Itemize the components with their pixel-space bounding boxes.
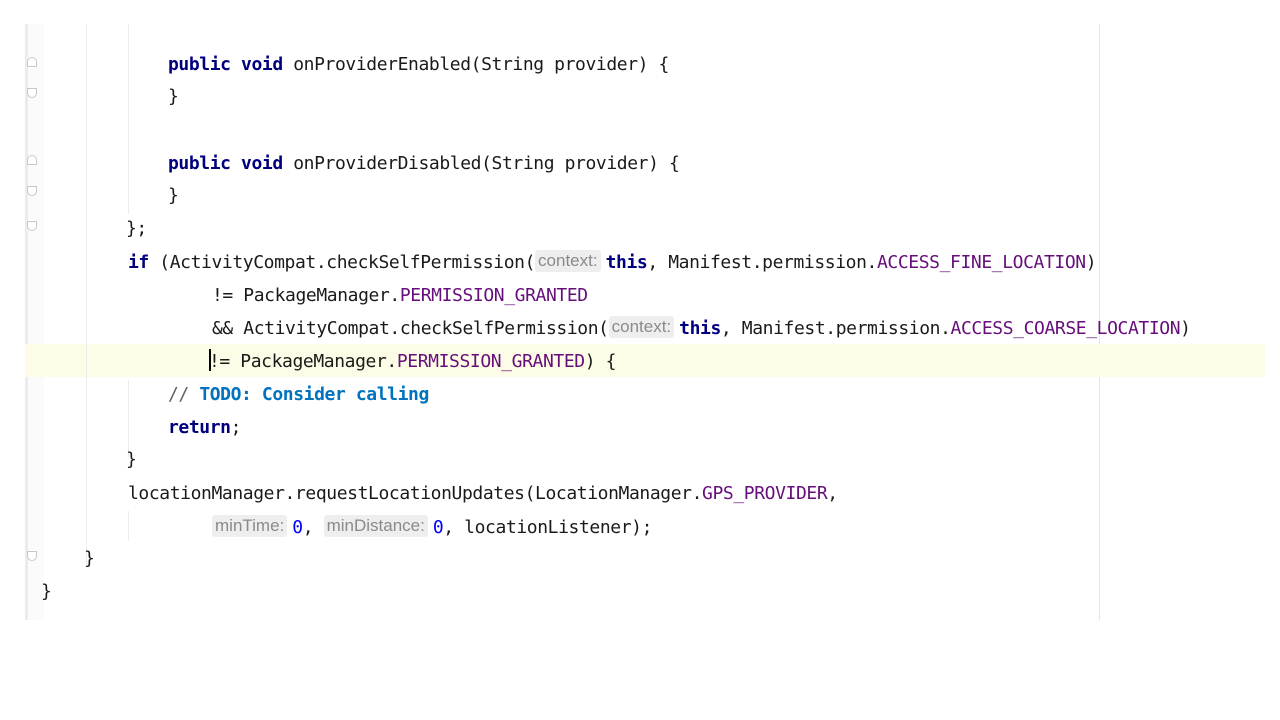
constant: ACCESS_FINE_LOCATION (876, 252, 1086, 273)
code-text: (ActivityCompat.checkSelfPermission( (148, 252, 536, 273)
code-line[interactable]: // TODO: Consider calling (168, 378, 429, 411)
code-text: onProviderDisabled(String provider) { (282, 153, 680, 174)
code-line[interactable]: }; (126, 212, 147, 245)
keyword: return (168, 417, 231, 438)
fold-end-icon[interactable] (27, 551, 37, 561)
constant: GPS_PROVIDER (702, 483, 828, 504)
code-line[interactable]: locationManager.requestLocationUpdates(L… (128, 477, 838, 510)
code-text: && ActivityCompat.checkSelfPermission( (212, 318, 609, 339)
indent-guide (128, 380, 129, 458)
code-line[interactable]: } (168, 80, 179, 113)
fold-end-icon[interactable] (27, 186, 37, 196)
code-text: }; (126, 218, 147, 239)
code-text: locationManager.requestLocationUpdates(L… (128, 483, 703, 504)
number-literal: 0 (432, 517, 444, 538)
code-line[interactable]: } (126, 443, 137, 476)
fold-collapse-icon[interactable] (27, 155, 37, 165)
code-text: } (168, 185, 179, 206)
indent-guide (128, 24, 129, 214)
parameter-hint: context: (535, 250, 601, 272)
editor-gutter[interactable] (25, 24, 44, 620)
code-line[interactable]: } (84, 542, 95, 575)
keyword: if (128, 252, 149, 273)
keyword: this (605, 252, 648, 273)
code-text: } (41, 581, 52, 602)
number-literal: 0 (292, 517, 303, 538)
parameter-hint: context: (608, 316, 675, 338)
code-text: ; (230, 417, 242, 438)
keyword: public void (168, 54, 283, 75)
indent-guide (86, 24, 87, 564)
current-line-highlight (25, 344, 1265, 377)
todo-comment: TODO: Consider calling (199, 384, 429, 405)
constant: PERMISSION_GRANTED (396, 351, 585, 372)
code-line[interactable]: } (168, 179, 179, 212)
code-line[interactable]: return; (168, 411, 241, 444)
code-line[interactable]: public void onProviderEnabled(String pro… (168, 48, 669, 81)
text-cursor (209, 349, 211, 371)
code-text: , locationListener); (443, 517, 653, 538)
code-text: , (827, 483, 838, 504)
code-text: != PackageManager. (209, 351, 397, 372)
code-line[interactable]: if (ActivityCompat.checkSelfPermission(c… (128, 246, 1097, 279)
code-line[interactable]: != PackageManager.PERMISSION_GRANTED) { (209, 345, 616, 378)
code-text: , Manifest.permission. (647, 252, 877, 273)
constant: ACCESS_COARSE_LOCATION (950, 318, 1181, 339)
right-margin-guide (1099, 24, 1100, 620)
code-text: } (168, 86, 179, 107)
constant: PERMISSION_GRANTED (399, 285, 588, 306)
fold-collapse-icon[interactable] (27, 57, 37, 67)
code-text: ) (1180, 318, 1191, 339)
keyword: public void (168, 153, 283, 174)
code-text: , Manifest.permission. (720, 318, 951, 339)
code-line[interactable]: != PackageManager.PERMISSION_GRANTED (212, 279, 588, 312)
fold-end-icon[interactable] (27, 88, 37, 98)
parameter-hint: minDistance: (323, 515, 428, 537)
code-text: onProviderEnabled(String provider) { (282, 54, 669, 75)
comment-marker: // (168, 384, 200, 405)
code-text: ) { (584, 351, 617, 372)
code-text: } (84, 548, 95, 569)
keyword: this (679, 318, 721, 339)
parameter-hint: minTime: (212, 515, 288, 537)
code-line[interactable]: minTime:0, minDistance:0, locationListen… (212, 511, 652, 544)
code-text: ) (1085, 252, 1097, 273)
code-text: != PackageManager. (212, 285, 400, 306)
code-line[interactable]: } (41, 575, 52, 608)
code-text: } (126, 449, 137, 470)
indent-guide (128, 511, 129, 541)
code-line[interactable]: public void onProviderDisabled(String pr… (168, 147, 680, 180)
fold-end-icon[interactable] (27, 221, 37, 231)
code-editor[interactable]: public void onProviderEnabled(String pro… (0, 24, 1280, 620)
code-line[interactable]: && ActivityCompat.checkSelfPermission(co… (212, 312, 1191, 345)
code-text: , (302, 517, 324, 538)
